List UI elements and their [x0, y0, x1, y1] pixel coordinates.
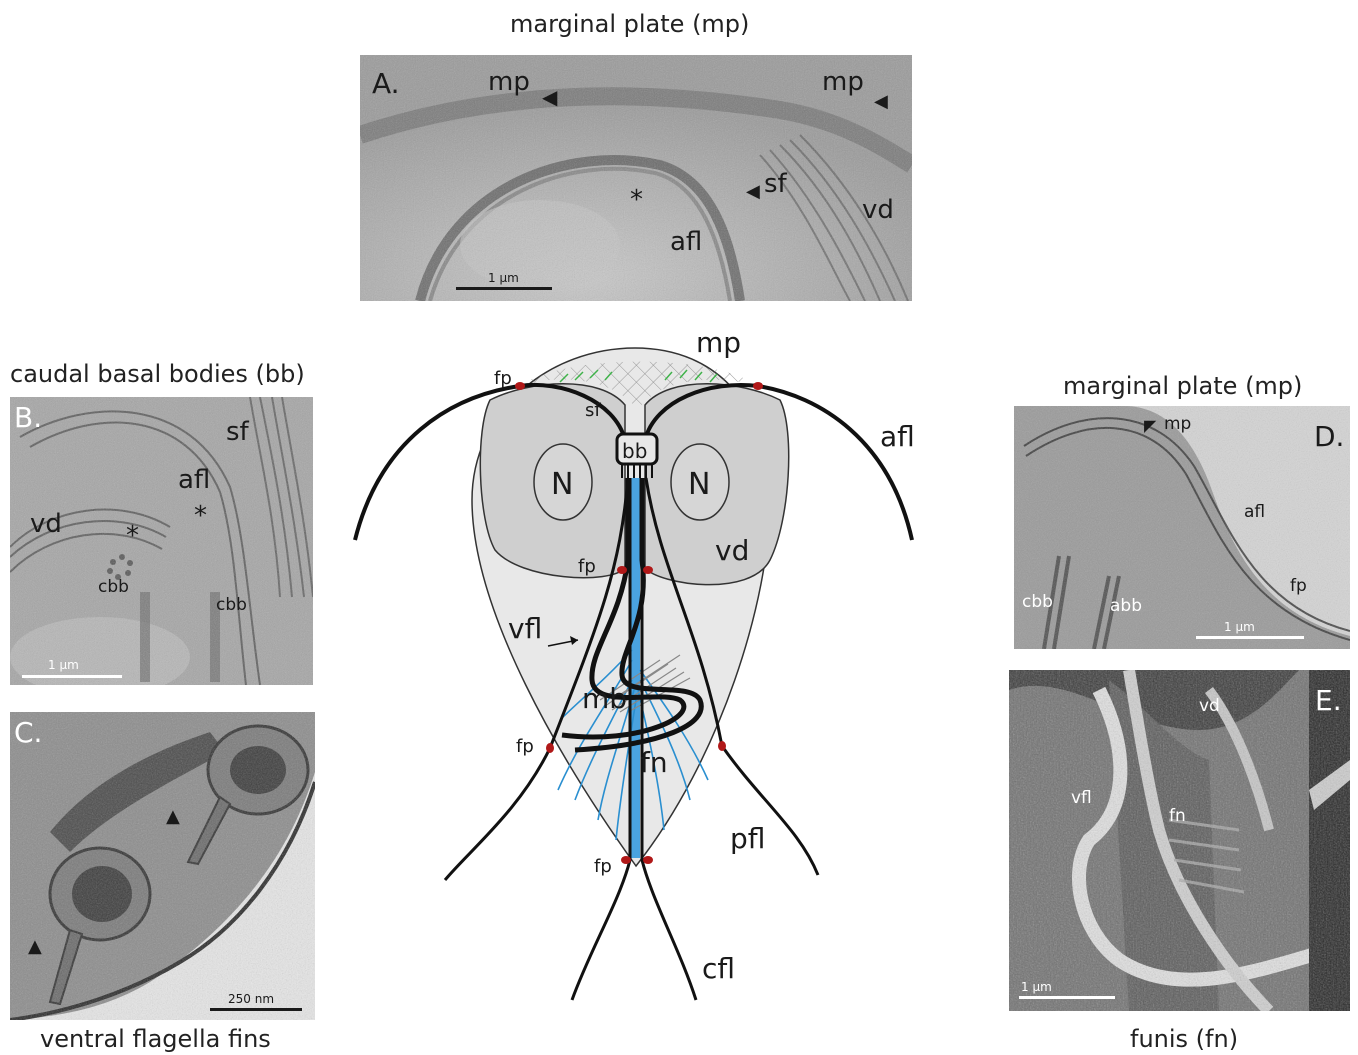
diagram-label-cfl: cfl	[702, 952, 735, 985]
panel-a-scale-label: 1 μm	[488, 271, 519, 285]
panel-a-arrowhead-left-icon: ◀	[542, 85, 557, 109]
panel-d-label-abb: abb	[1110, 596, 1142, 616]
panel-b-label-star-1: *	[126, 521, 139, 551]
panel-b-label-afl: afl	[178, 465, 210, 495]
giardia-cell-diagram: mp fp sf bb afl N N vd fp vfl mb fp fn p…	[340, 320, 960, 1020]
diagram-label-fp-low: fp	[516, 736, 534, 757]
panel-c-letter: C.	[14, 716, 42, 749]
panel-d-scale-bar	[1196, 636, 1304, 639]
panel-a-micrograph: A. mp ◀ mp ◀ ◀ sf vd * afl 1 μm	[360, 55, 912, 301]
panel-b-scale-label: 1 μm	[48, 658, 79, 672]
panel-b-micrograph: B. sf afl vd * * cbb cbb 1 μm	[10, 397, 313, 685]
panel-d-letter: D.	[1314, 420, 1344, 453]
panel-c-scale-bar	[210, 1008, 302, 1011]
panel-b-label-cbb-2: cbb	[216, 595, 247, 615]
panel-b-label-cbb-1: cbb	[98, 577, 129, 597]
panel-a-label-sf: sf	[764, 169, 787, 199]
panel-b-label-sf: sf	[226, 417, 249, 447]
diagram-label-fp-tail: fp	[594, 856, 612, 877]
panel-e-label-vd: vd	[1199, 696, 1220, 716]
panel-a-label-vd: vd	[862, 195, 894, 225]
panel-a-label-afl: afl	[670, 227, 702, 257]
caption-panel-d: marginal plate (mp)	[1063, 372, 1302, 400]
panel-b-letter: B.	[14, 401, 42, 434]
diagram-label-fp-top: fp	[494, 368, 512, 389]
panel-d-arrowhead-mp-icon: ◤	[1144, 416, 1156, 435]
diagram-label-sf: sf	[585, 400, 601, 421]
panel-a-label-mp-right: mp	[822, 67, 864, 97]
diagram-label-fn: fn	[640, 746, 668, 779]
panel-e-scale-bar	[1019, 996, 1115, 999]
diagram-label-afl: afl	[880, 420, 915, 453]
caption-panel-c: ventral flagella fins	[40, 1025, 271, 1053]
panel-d-label-fp: fp	[1290, 576, 1307, 596]
panel-a-arrowhead-sf-icon: ◀	[746, 181, 760, 202]
panel-b-texture	[10, 397, 313, 685]
diagram-label-n-right: N	[688, 467, 710, 502]
panel-a-label-star: *	[630, 185, 643, 215]
panel-b-label-vd: vd	[30, 509, 62, 539]
panel-e-scale-label: 1 μm	[1021, 980, 1052, 994]
panel-b-scale-bar	[22, 675, 122, 678]
panel-d-label-mp: mp	[1164, 414, 1191, 434]
diagram-label-fp-mid: fp	[578, 556, 596, 577]
diagram-label-vfl: vfl	[508, 612, 542, 645]
panel-c-scale-label: 250 nm	[228, 992, 274, 1006]
panel-e-label-vfl: vfl	[1071, 788, 1092, 808]
caption-panel-e: funis (fn)	[1130, 1025, 1238, 1053]
panel-a-letter: A.	[372, 67, 400, 100]
diagram-label-mb: mb	[582, 682, 627, 715]
panel-d-micrograph: ◤ mp D. afl fp cbb abb 1 μm	[1014, 406, 1350, 649]
diagram-label-vd: vd	[715, 534, 749, 567]
panel-e-micrograph: vd E. vfl fn 1 μm	[1009, 670, 1350, 1011]
panel-c-texture	[10, 712, 315, 1020]
panel-c-arrowhead-lower-icon: ▲	[28, 936, 42, 957]
panel-d-label-cbb: cbb	[1022, 592, 1053, 612]
panel-a-label-mp-left: mp	[488, 67, 530, 97]
panel-e-texture	[1009, 670, 1350, 1011]
panel-b-label-star-2: *	[194, 501, 207, 531]
panel-c-micrograph: C. ▲ ▲ 250 nm	[10, 712, 315, 1020]
diagram-label-bb: bb	[622, 439, 647, 463]
caption-panel-a: marginal plate (mp)	[510, 10, 749, 38]
caption-panel-b: caudal basal bodies (bb)	[10, 360, 305, 388]
panel-a-scale-bar	[456, 287, 552, 290]
panel-c-arrowhead-upper-icon: ▲	[166, 806, 180, 827]
panel-d-label-afl: afl	[1244, 502, 1265, 522]
diagram-label-n-left: N	[551, 467, 573, 502]
panel-e-label-fn: fn	[1169, 806, 1186, 826]
diagram-label-mp: mp	[696, 326, 741, 359]
panel-d-scale-label: 1 μm	[1224, 620, 1255, 634]
panel-d-texture	[1014, 406, 1350, 649]
panel-e-letter: E.	[1315, 684, 1342, 717]
panel-a-arrowhead-right-icon: ◀	[874, 91, 888, 112]
diagram-label-pfl: pfl	[730, 822, 765, 855]
